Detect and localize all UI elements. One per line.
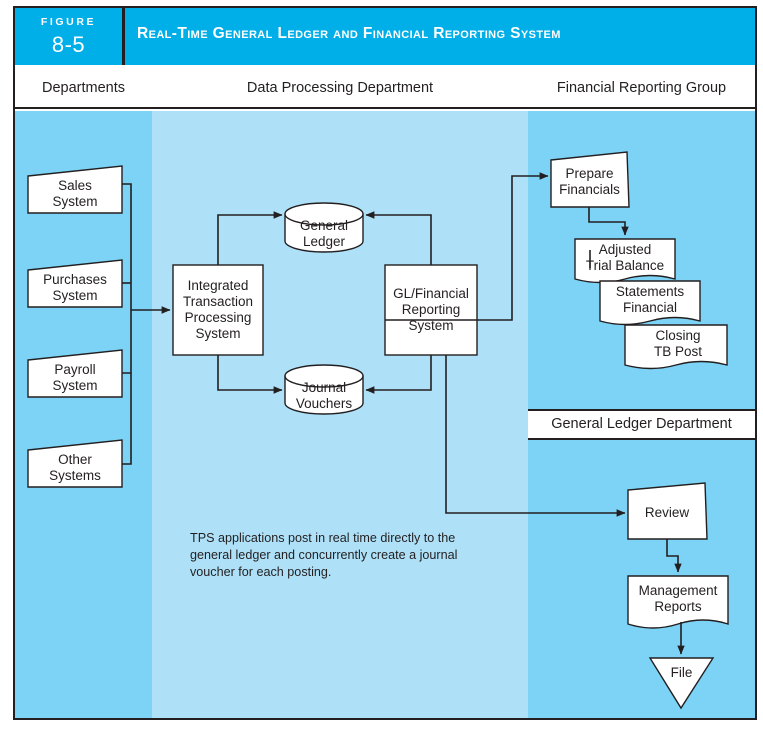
node-shape-prepare-financials [550, 151, 630, 208]
figure-frame [13, 6, 757, 720]
column-header-band [15, 65, 755, 109]
figure-title: Real-Time General Ledger and Financial R… [137, 25, 561, 42]
node-shape-purchases-system [27, 259, 123, 308]
node-shape-journal-vouchers [284, 364, 364, 415]
node-shape-review [627, 482, 708, 540]
figure-number-cell: FIGURE 8-5 [15, 8, 122, 65]
node-shape-adjusted-trial-balance [574, 238, 676, 284]
node-shape-statements-financial [599, 280, 701, 326]
node-shape-file [648, 657, 715, 710]
figure-header-bar [15, 8, 755, 65]
figure-number: 8-5 [51, 32, 86, 57]
explanatory-note: TPS applications post in real time direc… [190, 531, 458, 579]
general-ledger-department-band [528, 409, 755, 440]
node-shape-other-systems [27, 439, 123, 488]
node-shape-general-ledger [284, 202, 364, 253]
header-divider [122, 8, 125, 65]
column-header-financial-reporting: Financial Reporting Group [556, 80, 727, 96]
column-header-departments: Departments [41, 80, 125, 96]
general-ledger-department-label: General Ledger Department [551, 416, 732, 432]
figure-word: FIGURE [40, 16, 97, 28]
column-header-data-processing: Data Processing Department [246, 80, 434, 96]
node-shape-management-reports [627, 575, 729, 629]
node-shape-payroll-system [27, 349, 123, 398]
node-shape-sales-system [27, 165, 123, 214]
node-shape-closing-tb-post [624, 324, 728, 370]
